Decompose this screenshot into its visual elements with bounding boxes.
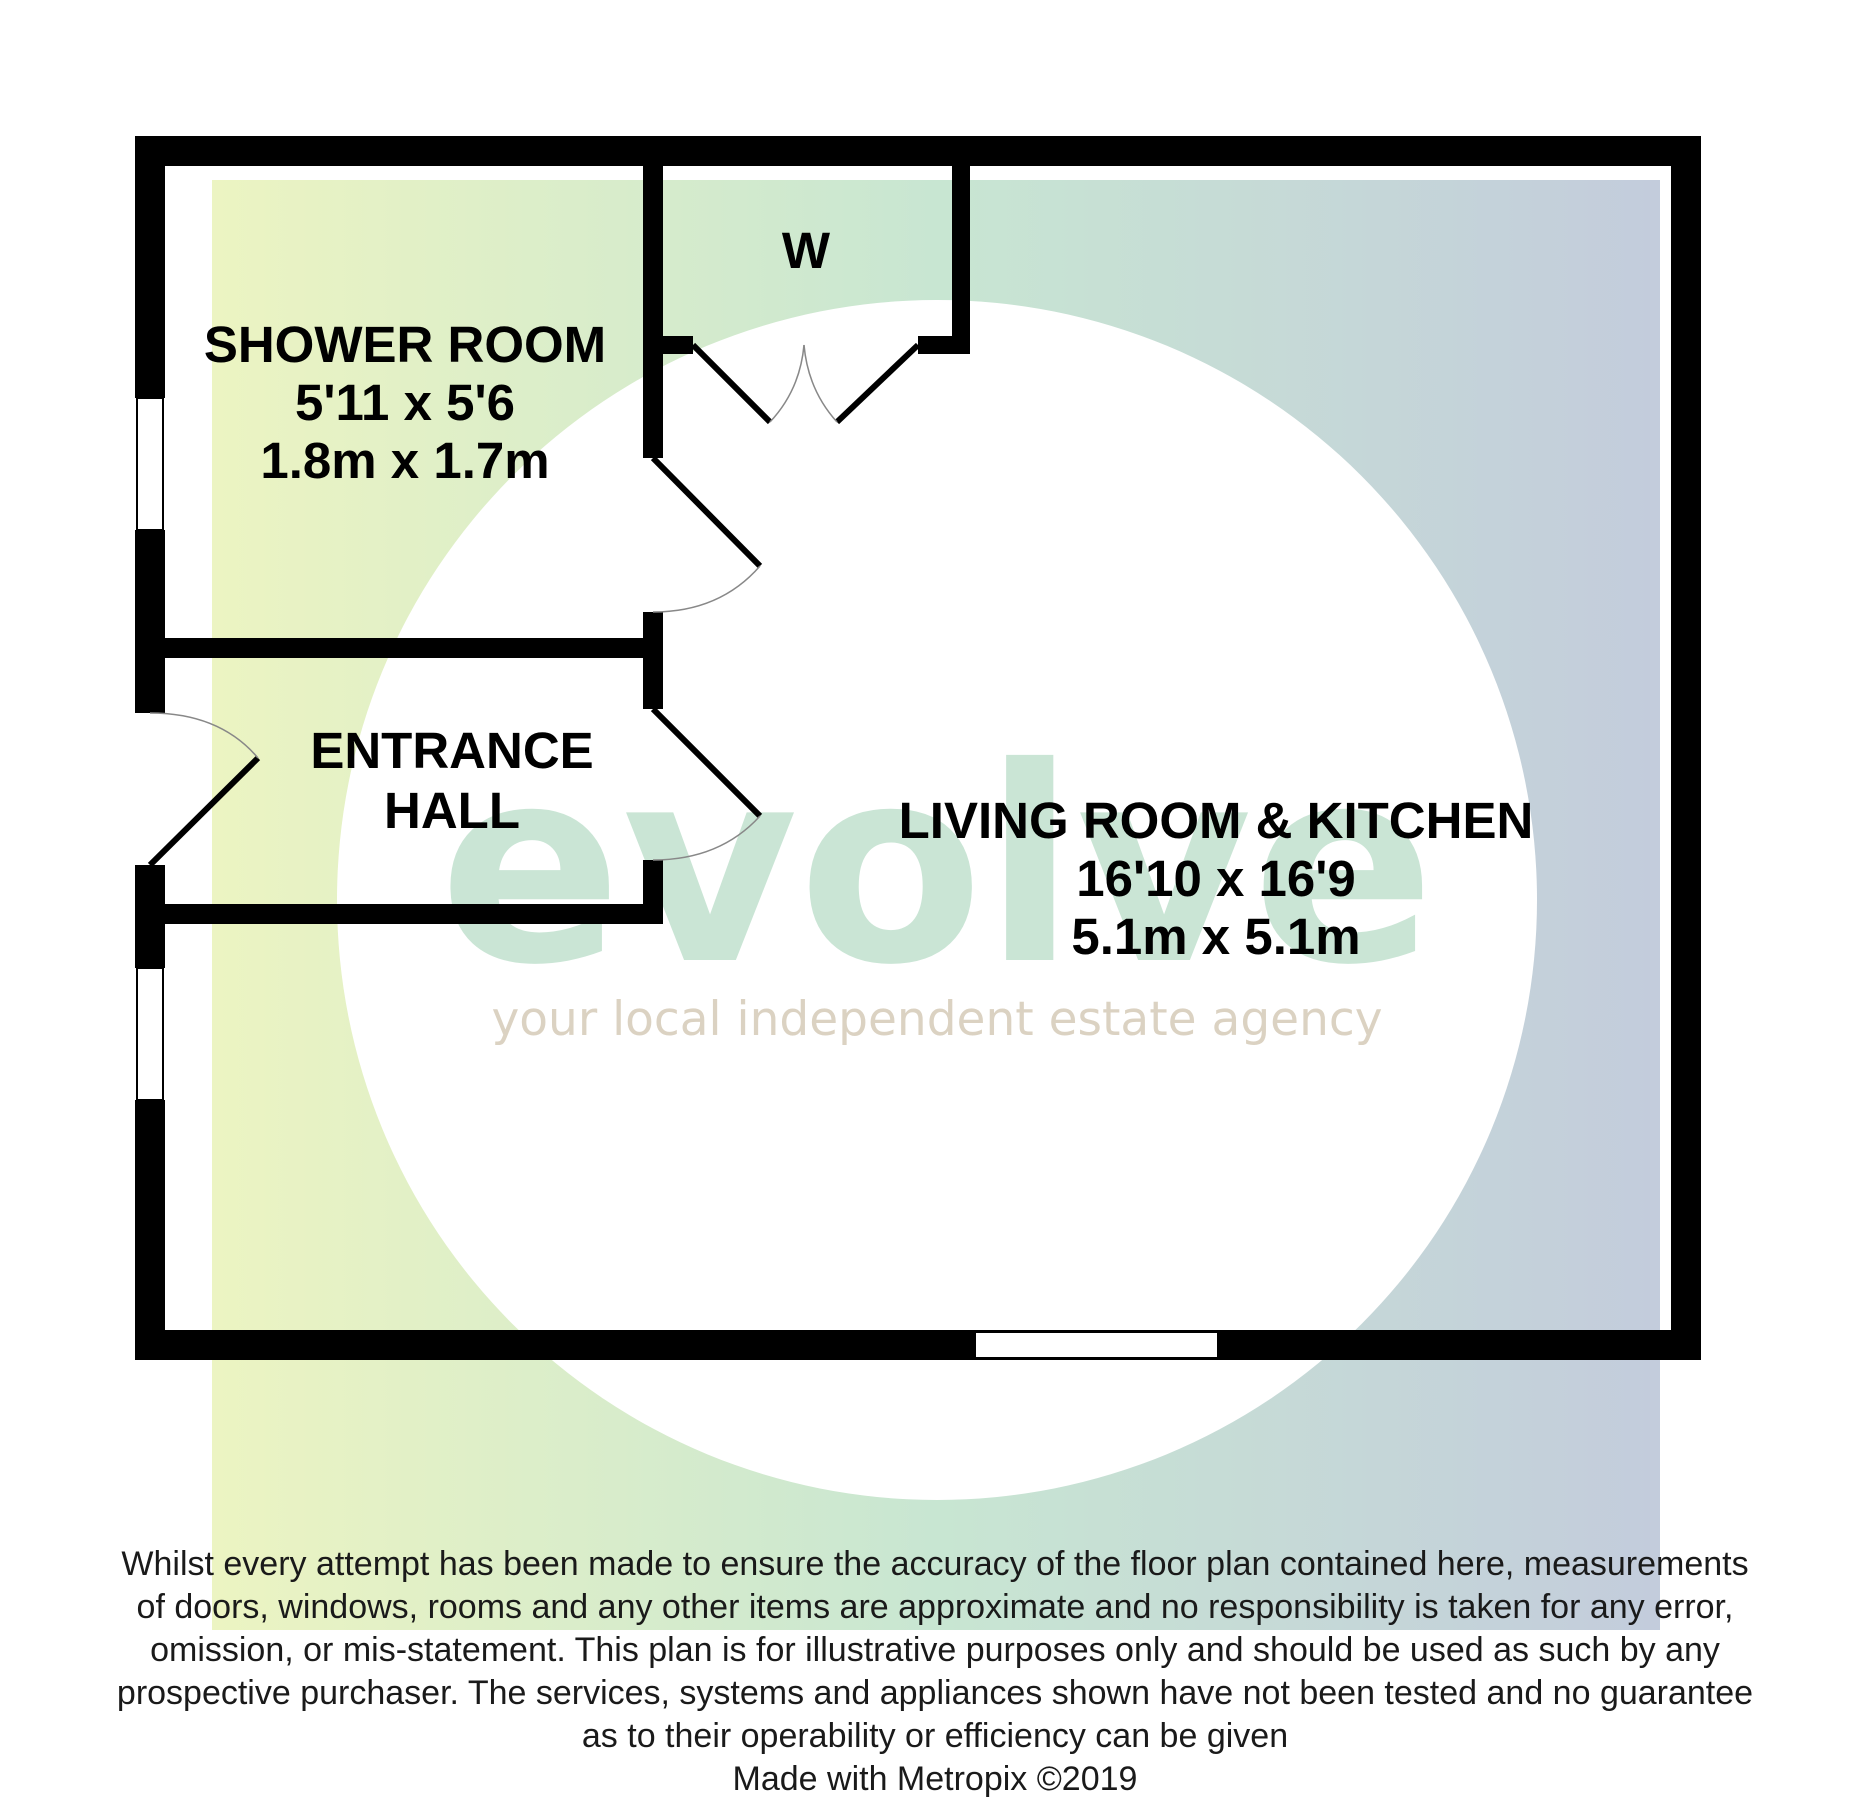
metropix-credit: Made with Metropix ©2019 — [732, 1760, 1138, 1798]
door-wardrobe-left — [690, 342, 773, 425]
entrance-hall-line1: ENTRANCE — [310, 722, 593, 779]
watermark-circle — [337, 300, 1537, 1500]
wall-shower-right-upper — [643, 166, 663, 458]
watermark-brand: evolve — [439, 709, 1435, 1024]
shower-room-imperial: 5'11 x 5'6 — [295, 374, 515, 431]
window-shower — [136, 397, 164, 531]
door-shower — [650, 455, 763, 569]
wall-outer-left-3 — [135, 865, 165, 968]
wall-wardrobe-stub-right — [918, 336, 970, 354]
wall-outer-left-1 — [135, 136, 165, 398]
living-room-imperial: 16'10 x 16'9 — [1076, 850, 1356, 907]
wardrobe-label: W — [782, 222, 831, 279]
wall-outer-left-2 — [135, 530, 165, 713]
disclaimer-line-2: of doors, windows, rooms and any other i… — [136, 1588, 1734, 1626]
disclaimer: Whilst every attempt has been made to en… — [20, 1543, 1850, 1801]
wall-shower-right-lower — [643, 612, 663, 709]
disclaimer-line-3: omission, or mis-statement. This plan is… — [150, 1631, 1720, 1669]
wall-outer-top — [135, 136, 1701, 166]
wall-outer-bottom — [135, 1330, 1701, 1360]
disclaimer-line-1: Whilst every attempt has been made to en… — [121, 1545, 1749, 1583]
shower-room-metric: 1.8m x 1.7m — [260, 432, 549, 489]
room-labels: SHOWER ROOM 5'11 x 5'6 1.8m x 1.7m W ENT… — [204, 222, 1534, 965]
doors — [147, 342, 921, 868]
door-hall-living-swing — [652, 815, 761, 861]
door-wardrobe-right-swing — [803, 344, 838, 423]
disclaimer-line-5: as to their operability or efficiency ca… — [581, 1717, 1289, 1755]
wall-wardrobe-stub-left — [663, 336, 693, 354]
wall-hall-bottom — [165, 904, 663, 924]
watermark-tagline: your local independent estate agency — [491, 992, 1382, 1047]
door-wardrobe-right — [834, 342, 921, 425]
wall-shower-hall — [165, 638, 663, 658]
walls — [135, 136, 1701, 1360]
wall-outer-right — [1671, 136, 1701, 1360]
door-wardrobe-left-swing — [769, 344, 805, 423]
door-entrance — [147, 755, 261, 868]
door-entrance-swing — [149, 712, 259, 759]
living-room-name: LIVING ROOM & KITCHEN — [899, 792, 1534, 849]
window-living-left — [136, 967, 164, 1101]
wall-wardrobe-right — [952, 166, 970, 354]
disclaimer-line-4: prospective purchaser. The services, sys… — [116, 1674, 1754, 1712]
door-hall-living — [650, 706, 763, 819]
window-living-bottom — [974, 1331, 1219, 1359]
living-room-metric: 5.1m x 5.1m — [1071, 908, 1360, 965]
door-shower-swing — [652, 565, 761, 613]
wall-outer-left-4 — [135, 1100, 165, 1360]
entrance-hall-line2: HALL — [384, 782, 520, 839]
shower-room-name: SHOWER ROOM — [204, 316, 606, 373]
windows — [136, 397, 1219, 1359]
